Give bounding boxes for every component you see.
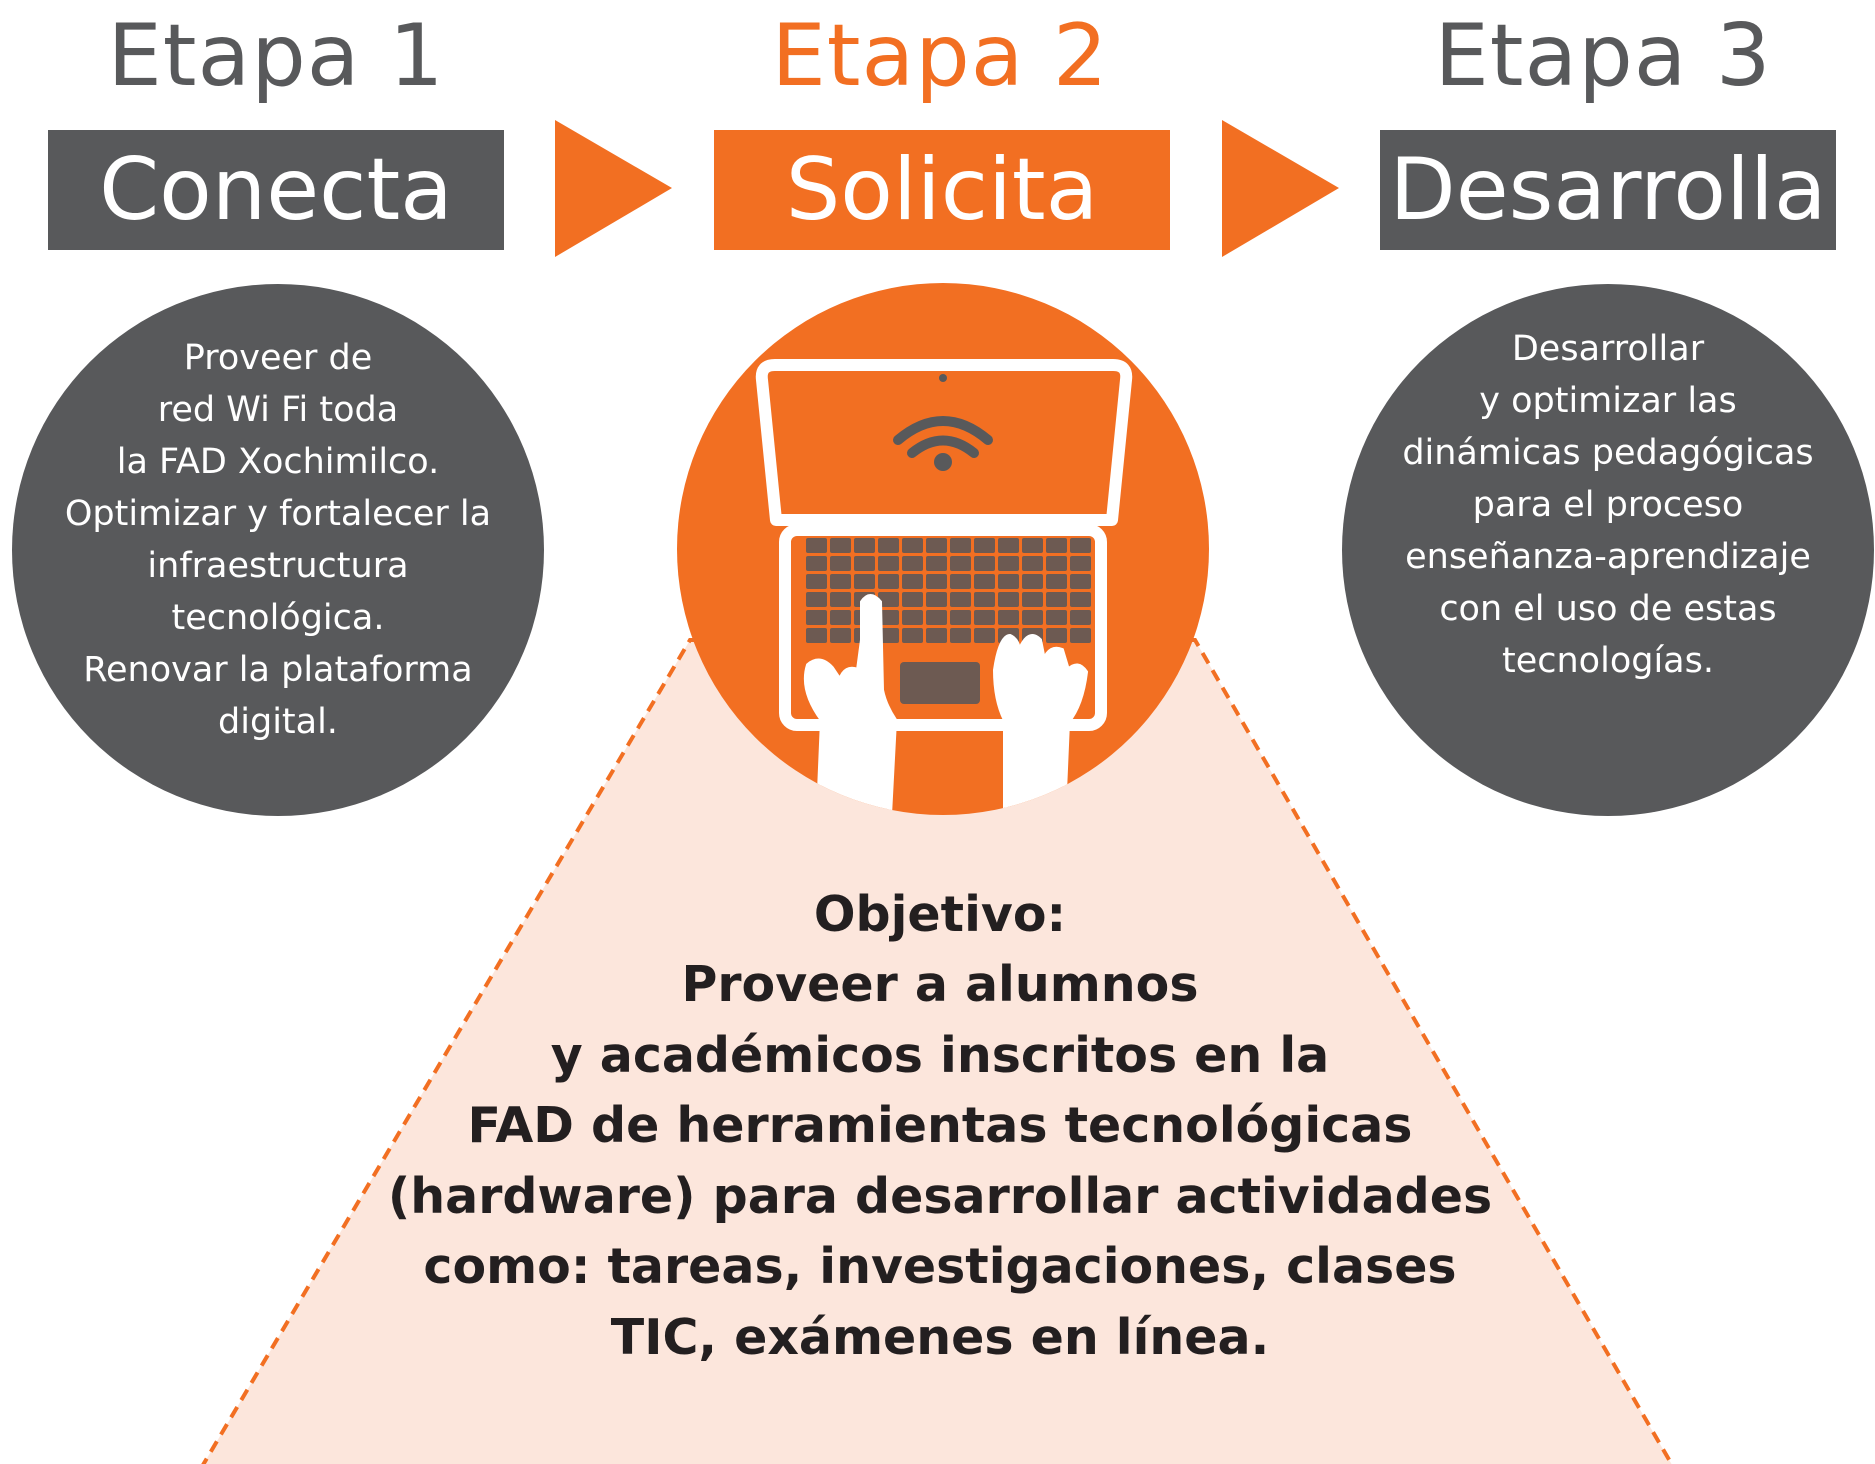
stage-1-label: Etapa 1: [107, 6, 445, 106]
stage-3-label: Etapa 3: [1434, 6, 1772, 106]
stage-3-description: Desarrollar y optimizar las dinámicas pe…: [1402, 329, 1814, 681]
stage-1-description: Proveer de red Wi Fi toda la FAD Xochimi…: [64, 338, 492, 742]
stage-1-circle: Proveer de red Wi Fi toda la FAD Xochimi…: [12, 284, 544, 816]
stage-3-title-box: Desarrolla: [1380, 130, 1836, 250]
stage-2-label: Etapa 2: [771, 6, 1109, 106]
stage-3-circle: Desarrollar y optimizar las dinámicas pe…: [1342, 284, 1874, 816]
objective-heading: Objetivo:: [813, 886, 1067, 943]
stage-2-title-box: Solicita: [714, 130, 1170, 250]
stage-1-title-box: Conecta: [48, 130, 504, 250]
objective-text: Proveer a alumnos y académicos inscritos…: [387, 956, 1493, 1366]
